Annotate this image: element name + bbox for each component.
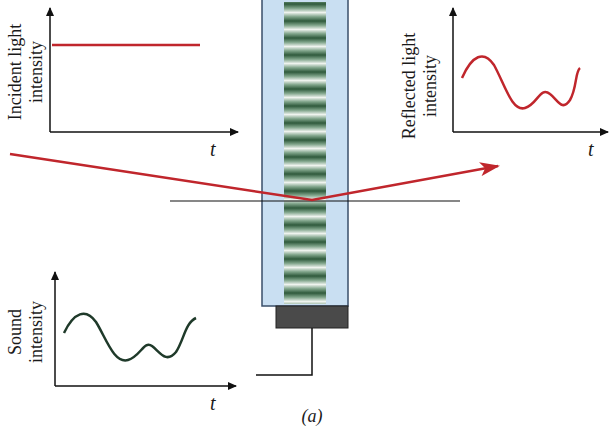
axis-label: t <box>210 392 216 415</box>
figure-caption: (a) <box>302 406 323 427</box>
modulator-cell <box>256 0 348 375</box>
axis-label: Sound intensity <box>5 276 47 388</box>
incident-graph <box>50 8 238 132</box>
axis-label: Reflected light intensity <box>399 11 441 161</box>
axis-label: Incident light intensity <box>5 7 47 137</box>
axis-label: t <box>588 138 594 161</box>
axis-label: t <box>210 138 216 161</box>
light-ray <box>10 154 498 200</box>
reflected-graph <box>453 8 608 132</box>
sound-graph <box>55 272 236 386</box>
